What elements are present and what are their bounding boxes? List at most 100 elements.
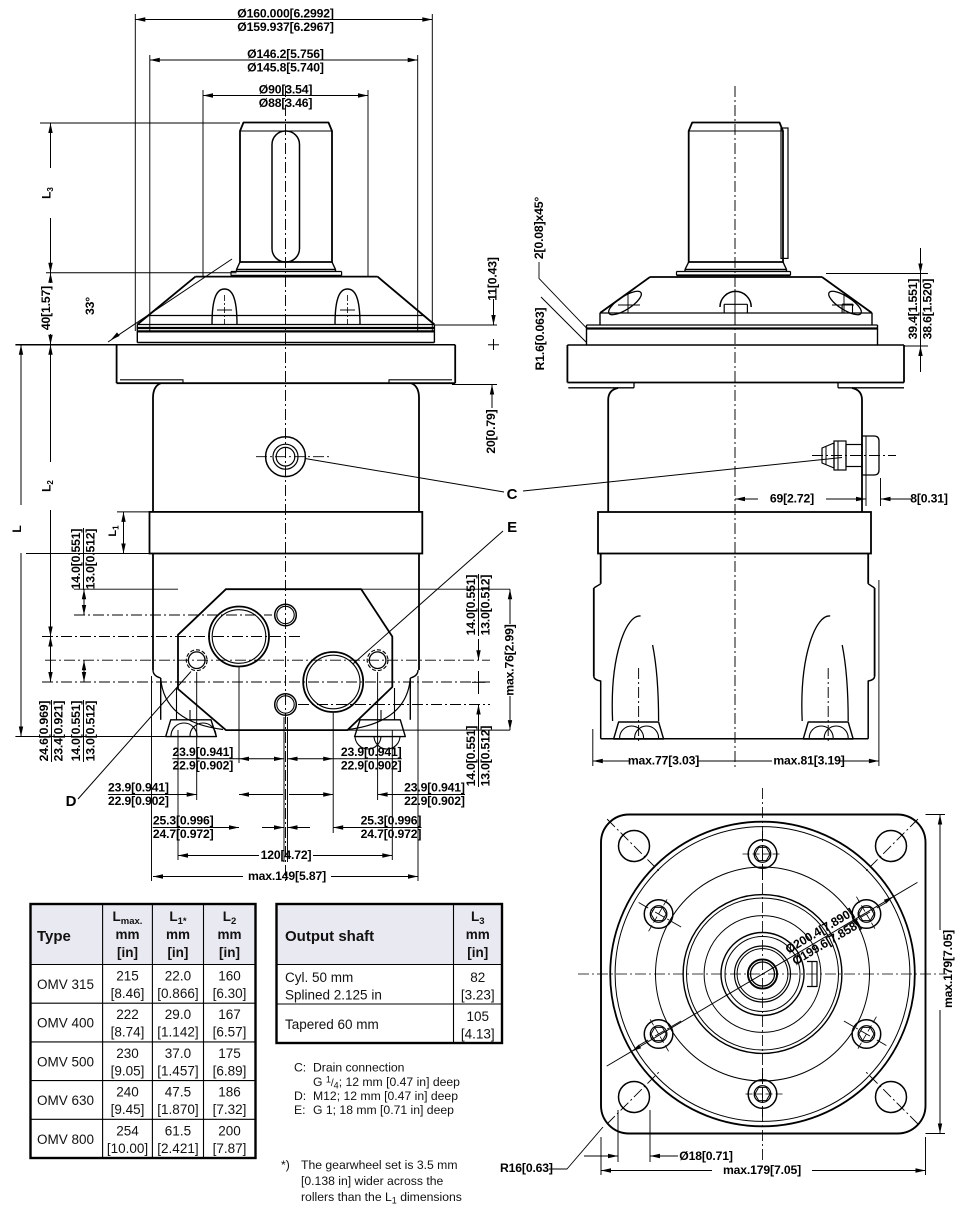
svg-text:C: C: [507, 486, 518, 503]
svg-text:Ø18[0.71]: Ø18[0.71]: [679, 1149, 733, 1163]
svg-text:[0.866]: [0.866]: [157, 986, 198, 1001]
svg-text:mm: mm: [217, 927, 241, 942]
svg-text:215: 215: [116, 969, 139, 984]
svg-text:E: E: [507, 519, 517, 536]
svg-text:[7.87]: [7.87]: [213, 1141, 247, 1156]
svg-text:D:: D:: [294, 1089, 306, 1103]
svg-text:[6.89]: [6.89]: [213, 1063, 247, 1078]
svg-text:Cyl. 50 mm: Cyl. 50 mm: [285, 970, 353, 985]
svg-text:186: 186: [218, 1085, 241, 1100]
svg-text:Output shaft: Output shaft: [285, 928, 374, 945]
svg-text:[9.45]: [9.45]: [111, 1102, 145, 1117]
svg-text:R16[0.63]: R16[0.63]: [500, 1161, 553, 1175]
svg-text:mm: mm: [115, 927, 139, 942]
svg-text:25.3[0.996]: 25.3[0.996]: [153, 814, 214, 828]
svg-text:14.0[0.551]: 14.0[0.551]: [464, 575, 478, 636]
svg-text:OMV 315: OMV 315: [37, 977, 94, 992]
svg-text:[6.30]: [6.30]: [213, 986, 247, 1001]
svg-text:Ø160.000[6.2992]: Ø160.000[6.2992]: [237, 7, 334, 21]
svg-text:[4.13]: [4.13]: [461, 1027, 495, 1042]
svg-text:[1.457]: [1.457]: [157, 1063, 198, 1078]
svg-text:Ø145.8[5.740]: Ø145.8[5.740]: [247, 61, 324, 75]
svg-text:[7.32]: [7.32]: [213, 1102, 247, 1117]
svg-text:230: 230: [116, 1046, 139, 1061]
svg-text:[6.57]: [6.57]: [213, 1025, 247, 1040]
svg-text:Ø146.2[5.756]: Ø146.2[5.756]: [247, 47, 324, 61]
svg-text:22.0: 22.0: [165, 969, 191, 984]
svg-text:[9.05]: [9.05]: [111, 1063, 145, 1078]
svg-text:23.9[0.941]: 23.9[0.941]: [172, 745, 233, 759]
svg-text:23.9[0.941]: 23.9[0.941]: [341, 745, 402, 759]
svg-text:[in]: [in]: [167, 945, 188, 960]
svg-text:max.179[7.05]: max.179[7.05]: [723, 1163, 801, 1177]
svg-text:E:: E:: [294, 1103, 306, 1117]
svg-text:[0.138 in] wider across the: [0.138 in] wider across the: [301, 1174, 443, 1188]
svg-text:14.0[0.551]: 14.0[0.551]: [69, 529, 83, 590]
svg-text:Tapered 60 mm: Tapered 60 mm: [285, 1017, 379, 1032]
svg-text:47.5: 47.5: [165, 1085, 191, 1100]
svg-text:120[4.72]: 120[4.72]: [261, 848, 312, 862]
svg-text:R1.6[0.063]: R1.6[0.063]: [533, 308, 547, 371]
svg-text:37.0: 37.0: [165, 1046, 191, 1061]
svg-text:[8.46]: [8.46]: [111, 986, 145, 1001]
svg-text:Splined 2.125 in: Splined 2.125 in: [285, 988, 382, 1003]
svg-text:L2: L2: [40, 480, 56, 492]
svg-text:24.6[0.969]: 24.6[0.969]: [37, 701, 51, 762]
svg-text:13.0[0.512]: 13.0[0.512]: [479, 575, 493, 636]
svg-text:OMV 500: OMV 500: [37, 1054, 94, 1069]
svg-text:OMV 630: OMV 630: [37, 1093, 94, 1108]
svg-text:20[0.79]: 20[0.79]: [484, 409, 498, 453]
svg-text:25.3[0.996]: 25.3[0.996]: [361, 814, 422, 828]
svg-text:2[0.08]x45°: 2[0.08]x45°: [532, 197, 546, 259]
svg-text:23.9[0.941]: 23.9[0.941]: [108, 781, 169, 795]
svg-text:22.9[0.902]: 22.9[0.902]: [341, 758, 402, 772]
svg-text:Ø90[3.54]: Ø90[3.54]: [259, 83, 313, 97]
svg-text:M12; 12 mm [0.47 in] deep: M12; 12 mm [0.47 in] deep: [313, 1089, 458, 1103]
svg-text:[1.142]: [1.142]: [157, 1025, 198, 1040]
svg-text:[10.00]: [10.00]: [107, 1141, 148, 1156]
svg-text:rollers than the L1 dimensions: rollers than the L1 dimensions: [301, 1190, 462, 1206]
svg-text:175: 175: [218, 1046, 241, 1061]
svg-text:8[0.31]: 8[0.31]: [910, 492, 948, 506]
svg-text:[1.870]: [1.870]: [157, 1102, 198, 1117]
svg-text:24.7[0.972]: 24.7[0.972]: [361, 827, 422, 841]
svg-text:[in]: [in]: [117, 945, 138, 960]
svg-text:G 1/4; 12 mm [0.47 in] deep: G 1/4; 12 mm [0.47 in] deep: [313, 1075, 460, 1091]
svg-text:11[0.43]: 11[0.43]: [486, 257, 500, 301]
svg-text:13.0[0.512]: 13.0[0.512]: [84, 529, 98, 590]
svg-text:13.0[0.512]: 13.0[0.512]: [84, 701, 98, 762]
svg-text:33°: 33°: [83, 297, 97, 315]
svg-text:22.9[0.902]: 22.9[0.902]: [172, 758, 233, 772]
svg-text:14.0[0.551]: 14.0[0.551]: [69, 701, 83, 762]
svg-text:240: 240: [116, 1085, 139, 1100]
svg-text:39.4[1.551]: 39.4[1.551]: [906, 279, 920, 340]
svg-text:max.76[2.99]: max.76[2.99]: [503, 624, 517, 695]
svg-text:40[1.57]: 40[1.57]: [39, 286, 53, 330]
svg-text:L: L: [10, 525, 24, 532]
svg-text:222: 222: [116, 1007, 139, 1022]
svg-text:22.9[0.902]: 22.9[0.902]: [108, 794, 169, 808]
svg-text:13.0[0.512]: 13.0[0.512]: [479, 726, 493, 787]
svg-text:254: 254: [116, 1123, 139, 1138]
svg-text:*): *): [281, 1158, 290, 1172]
svg-text:22.9[0.902]: 22.9[0.902]: [404, 794, 465, 808]
svg-text:Type: Type: [37, 928, 71, 945]
svg-text:mm: mm: [466, 927, 490, 942]
svg-text:OMV 400: OMV 400: [37, 1016, 94, 1031]
svg-text:[in]: [in]: [219, 945, 240, 960]
svg-text:[in]: [in]: [467, 945, 488, 960]
svg-text:Drain connection: Drain connection: [313, 1061, 404, 1075]
svg-text:D: D: [66, 793, 77, 810]
svg-text:G 1; 18 mm [0.71 in] deep: G 1; 18 mm [0.71 in] deep: [313, 1103, 454, 1117]
svg-text:[3.23]: [3.23]: [461, 988, 495, 1003]
svg-text:Ø88[3.46]: Ø88[3.46]: [259, 96, 313, 110]
svg-text:max.149[5.87]: max.149[5.87]: [248, 869, 326, 883]
svg-text:24.7[0.972]: 24.7[0.972]: [153, 827, 214, 841]
svg-text:C:: C:: [294, 1061, 306, 1075]
svg-text:69[2.72]: 69[2.72]: [770, 492, 814, 506]
svg-text:29.0: 29.0: [165, 1007, 191, 1022]
svg-text:OMV 800: OMV 800: [37, 1132, 94, 1147]
svg-text:max.81[3.19]: max.81[3.19]: [773, 754, 844, 768]
svg-text:[2.421]: [2.421]: [157, 1141, 198, 1156]
svg-text:max.77[3.03]: max.77[3.03]: [628, 754, 699, 768]
